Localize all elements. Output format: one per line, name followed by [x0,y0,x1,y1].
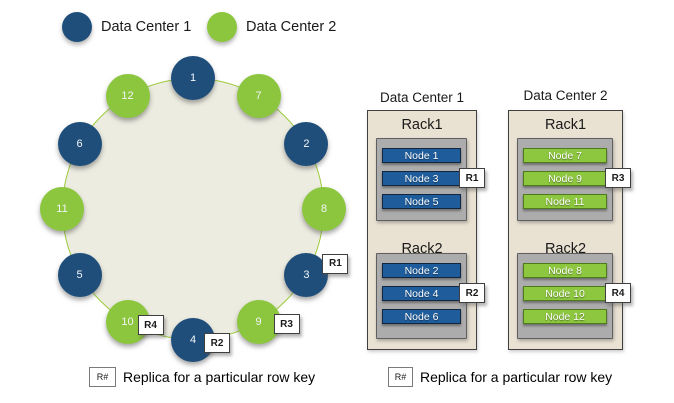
replica-key-box-right: R# [388,367,413,387]
node-bar-node-8: Node 8 [523,263,607,278]
node-bar-node-6: Node 6 [382,309,461,324]
node-bar-node-3: Node 3 [382,171,461,186]
node-bar-node-4: Node 4 [382,286,461,301]
token-ring-circle [62,78,324,340]
node-bar-node-11: Node 11 [523,194,607,209]
ring-node-1: 1 [171,56,215,100]
rack-box-rack2-dc1: Node 2 Node 4 Node 6 [376,253,467,339]
node-bar-node-9: Node 9 [523,171,607,186]
legend-label-dc1: Data Center 1 [101,19,192,35]
node-bar-node-1: Node 1 [382,148,461,163]
ring-node-11: 11 [40,187,84,231]
ring-replica-label-R4: R4 [137,315,164,336]
ring-replica-label-R2: R2 [204,333,230,353]
rack-label-rack1-dc2: Rack1 [544,117,587,133]
legend-item-dc1: Data Center 1 [62,12,191,42]
dc2-color-dot [207,12,237,42]
dc1-color-dot [62,12,92,42]
replica-key-caption-right: Replica for a particular row key [420,369,613,385]
ring-node-6: 6 [57,121,102,166]
panel-replica-label-R3: R3 [605,168,631,188]
node-bar-node-10: Node 10 [523,286,607,301]
ring-node-9: 9 [236,300,281,345]
ring-node-7: 7 [236,73,281,118]
legend-label-dc2: Data Center 2 [246,19,337,35]
panel-replica-label-R1: R1 [459,168,485,188]
legend-item-dc2: Data Center 2 [207,12,336,42]
rack-box-rack1-dc1: Node 1 Node 3 Node 5 [376,138,467,221]
ring-replica-label-R3: R3 [273,314,300,335]
ring-node-12: 12 [105,73,150,118]
ring-node-3: 3 [284,252,329,297]
panel-replica-label-R2: R2 [459,283,485,303]
node-bar-node-2: Node 2 [382,263,461,278]
ring-node-8: 8 [302,187,346,231]
node-bar-node-12: Node 12 [523,309,607,324]
replica-key-caption-left: Replica for a particular row key [123,369,316,385]
ring-node-5: 5 [57,252,102,297]
rack-box-rack2-dc2: Node 8 Node 10 Node 12 [517,253,613,339]
panel-title-dc1: Data Center 1 [379,90,465,105]
ring-node-2: 2 [284,121,329,166]
panel-replica-label-R4: R4 [605,283,631,303]
replica-key-box-left: R# [89,367,116,387]
panel-title-dc2: Data Center 2 [523,88,608,103]
node-bar-node-7: Node 7 [523,148,607,163]
node-bar-node-5: Node 5 [382,194,461,209]
ring-replica-label-R1: R1 [322,253,349,274]
rack-label-rack1-dc1: Rack1 [401,117,443,133]
rack-box-rack1-dc2: Node 7 Node 9 Node 11 [517,138,613,221]
